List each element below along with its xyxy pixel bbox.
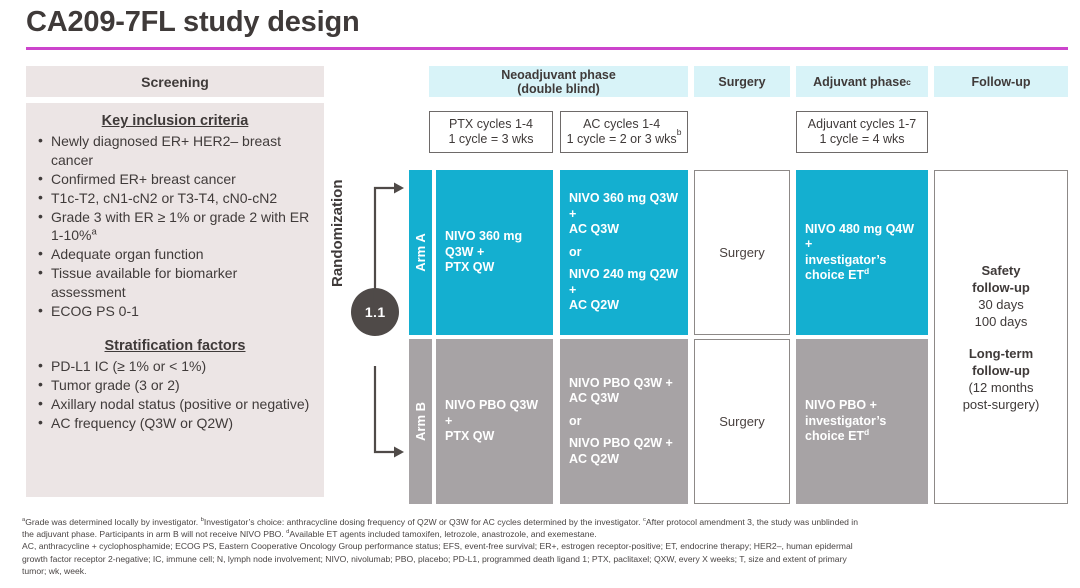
arm-a-ptx-treatment: NIVO 360 mg Q3W +PTX QW xyxy=(436,170,553,335)
arm-b-label: Arm B xyxy=(413,401,429,442)
list-item: AC frequency (Q3W or Q2W) xyxy=(36,413,314,433)
stratification-factors-list: PD-L1 IC (≥ 1% or < 1%)Tumor grade (3 or… xyxy=(36,356,314,433)
inclusion-criteria-title: Key inclusion criteria xyxy=(101,113,249,129)
arm-a-surgery-box: Surgery xyxy=(694,170,790,335)
footnote-line-2: the adjuvant phase. Participants in arm … xyxy=(22,529,597,540)
footnote-line-5: tumor; wk, week. xyxy=(22,565,87,576)
list-item: Confirmed ER+ breast cancer xyxy=(36,169,314,189)
page-title: CA209-7FL study design xyxy=(26,6,360,38)
footnote-line-1: aGrade was determined locally by investi… xyxy=(22,517,858,527)
arm-b-ac-treatment: NIVO PBO Q3W +AC Q3W or NIVO PBO Q2W +AC… xyxy=(560,339,688,504)
footnotes: aGrade was determined locally by investi… xyxy=(22,516,1070,577)
arm-b-ptx-treatment: NIVO PBO Q3W +PTX QW xyxy=(436,339,553,504)
arm-a-ac-treatment: NIVO 360 mg Q3W +AC Q3W or NIVO 240 mg Q… xyxy=(560,170,688,335)
randomization-arrows-icon xyxy=(373,182,404,458)
list-item: Newly diagnosed ER+ HER2– breast cancer xyxy=(36,131,314,169)
screening-column-header: Screening xyxy=(26,66,324,97)
inclusion-criteria-list: Newly diagnosed ER+ HER2– breast cancerC… xyxy=(36,131,314,321)
stratification-factors-title: Stratification factors xyxy=(104,338,246,354)
phase-header-neoadjuvant: Neoadjuvant phase(double blind) xyxy=(429,66,688,97)
footnote-line-3: AC, anthracycline + cyclophosphamide; EC… xyxy=(22,541,853,552)
list-item: T1c-T2, cN1-cN2 or T3-T4, cN0-cN2 xyxy=(36,188,314,208)
list-item: ECOG PS 0-1 xyxy=(36,301,314,321)
list-item: Adequate organ function xyxy=(36,244,314,264)
footnote-line-4: growth factor receptor 2-negative; IC, i… xyxy=(22,553,847,564)
list-item: Tissue available for biomarker assessmen… xyxy=(36,263,314,301)
arm-b-surgery-box: Surgery xyxy=(694,339,790,504)
arm-b-label-strip: Arm B xyxy=(409,339,432,504)
screening-panel: Key inclusion criteria Newly diagnosed E… xyxy=(26,103,324,497)
arm-a-label: Arm A xyxy=(413,233,428,272)
list-item: Axillary nodal status (positive or negat… xyxy=(36,394,314,414)
list-item: PD-L1 IC (≥ 1% or < 1%) xyxy=(36,356,314,376)
arm-a-label-strip: Arm A xyxy=(409,170,432,335)
title-accent-rule xyxy=(26,47,1068,50)
phase-header-followup: Follow-up xyxy=(934,66,1068,97)
phase-header-surgery: Surgery xyxy=(694,66,790,97)
list-item: Tumor grade (3 or 2) xyxy=(36,375,314,395)
list-item: Grade 3 with ER ≥ 1% or grade 2 with ER … xyxy=(36,207,314,245)
